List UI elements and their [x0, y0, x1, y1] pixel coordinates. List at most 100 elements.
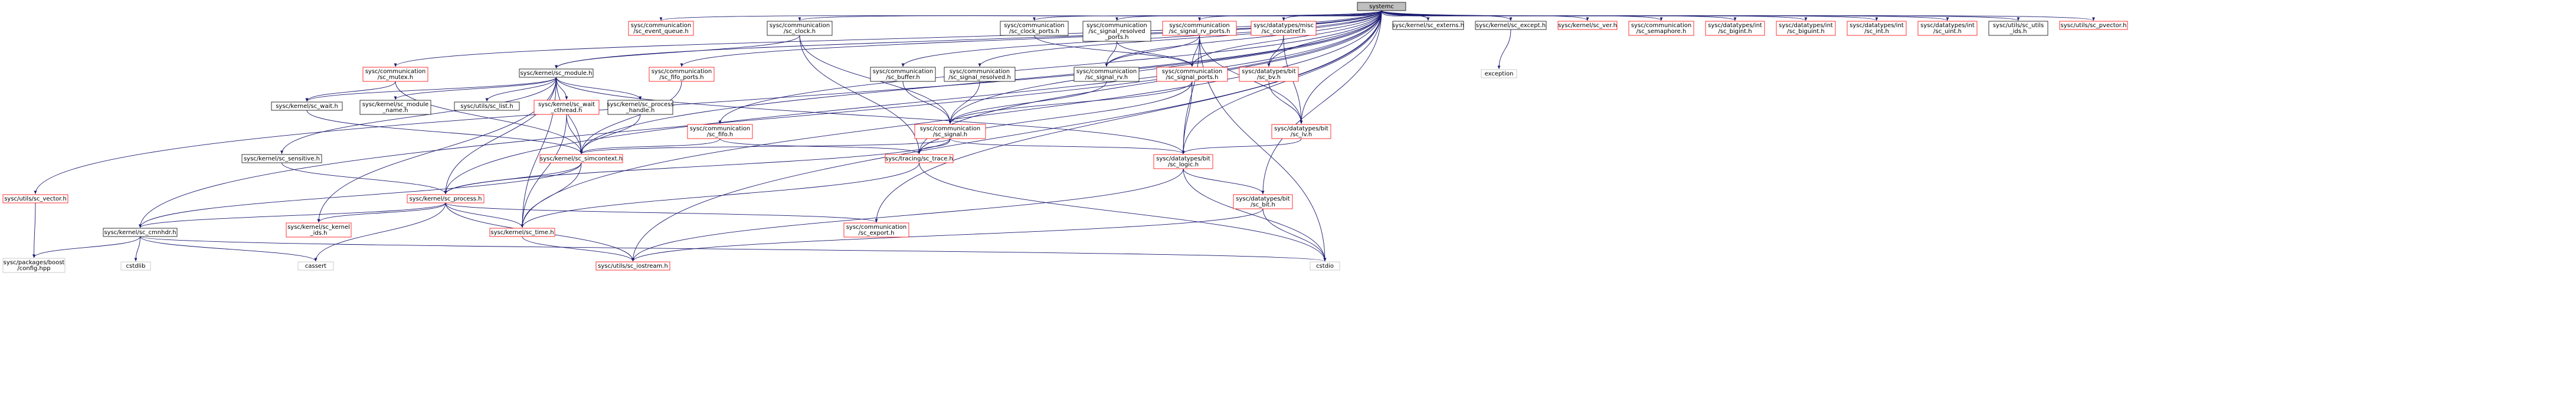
node-boost-config: sysc/packages/boost/config.hpp	[2, 258, 66, 273]
node-comm-mutex[interactable]: sysc/communication/sc_mutex.h	[362, 67, 428, 82]
node-label-line: /sc_bit.h	[1251, 202, 1275, 208]
edge-comm_buffer-to-comm_signal	[902, 81, 952, 124]
node-label-line: sysc/communication	[1076, 68, 1137, 75]
node-label-line: /sc_uint.h	[1933, 28, 1962, 35]
node-label-line: sysc/datatypes/int	[1850, 22, 1904, 29]
node-label-line: _ports.h	[1104, 34, 1128, 41]
node-comm-clock[interactable]: sysc/communication/sc_clock.h	[767, 21, 833, 36]
node-label-line: sysc/datatypes/int	[1920, 22, 1975, 29]
node-comm-semaphore[interactable]: sysc/communication/sc_semaphore.h	[1628, 21, 1694, 36]
edge-comm_signal_rv_ports-to-comm_signal_rv	[1105, 35, 1200, 67]
node-dt-bigint[interactable]: sysc/datatypes/int/sc_bigint.h	[1705, 21, 1765, 36]
node-kernel-ver[interactable]: sysc/kernel/sc_ver.h	[1557, 21, 1618, 30]
edge-tracing_trace-to-cstdio	[919, 162, 1327, 262]
node-label-line: sysc/communication	[631, 22, 692, 29]
node-utils-list[interactable]: sysc/utils/sc_list.h	[454, 101, 520, 111]
node-label-line: sysc/kernel/sc_time.h	[490, 229, 554, 236]
node-comm-export[interactable]: sysc/communication/sc_export.h	[843, 222, 909, 238]
node-comm-fifo-ports[interactable]: sysc/communication/sc_fifo_ports.h	[649, 67, 715, 82]
node-box	[1233, 194, 1293, 209]
edge-dt_logic-to-dt_bit	[1183, 168, 1265, 195]
node-box	[407, 194, 485, 203]
edge-systemc-to-comm_export	[875, 10, 1382, 223]
node-kernel-time[interactable]: sysc/kernel/sc_time.h	[489, 228, 555, 237]
file-nodes: systemc sysc/communication/sc_event_queue…	[2, 2, 2128, 273]
node-comm-clock-ports[interactable]: sysc/communication/sc_clock_ports.h	[1000, 21, 1069, 36]
node-kernel-process-handle[interactable]: sysc/kernel/sc_process_handle.h	[607, 100, 674, 115]
node-kernel-simcontext[interactable]: sysc/kernel/sc_simcontext.h	[539, 154, 623, 163]
node-kernel-externs[interactable]: sysc/kernel/sc_externs.h	[1392, 21, 1464, 30]
edge-systemc-to-comm_signal_resolved	[978, 10, 1382, 67]
node-label-line: sysc/kernel/sc_except.h	[1476, 22, 1546, 29]
node-dt-bit[interactable]: sysc/datatypes/bit/sc_bit.h	[1233, 194, 1293, 209]
node-box	[767, 21, 833, 36]
node-utils-utils-ids[interactable]: sysc/utils/sc_utils_ids.h	[1988, 21, 2048, 36]
node-kernel-module[interactable]: sysc/kernel/sc_module.h	[519, 68, 594, 78]
node-kernel-process[interactable]: sysc/kernel/sc_process.h	[407, 194, 485, 203]
node-dt-int[interactable]: sysc/datatypes/int/sc_int.h	[1847, 21, 1907, 36]
node-kernel-wait[interactable]: sysc/kernel/sc_wait.h	[271, 101, 343, 111]
node-box	[607, 100, 673, 115]
node-utils-vector[interactable]: sysc/utils/sc_vector.h	[2, 194, 68, 203]
node-box	[1481, 69, 1517, 78]
node-box	[359, 100, 431, 115]
node-tracing-trace[interactable]: sysc/tracing/sc_trace.h	[885, 154, 954, 163]
edge-systemc-to-kernel_cmnhdr	[139, 10, 1382, 228]
node-kernel-wait-cthread[interactable]: sysc/kernel/sc_wait_cthread.h	[533, 100, 600, 115]
node-box	[649, 67, 715, 82]
node-kernel-module-name[interactable]: sysc/kernel/sc_module_name.h	[359, 100, 431, 115]
edge-kernel_module-to-kernel_simcontext	[556, 77, 583, 155]
node-box	[914, 124, 986, 139]
node-cstdio: cstdio	[1310, 261, 1340, 271]
node-box	[1000, 21, 1069, 36]
node-label-line: /sc_biguint.h	[1787, 28, 1824, 35]
edge-systemc-to-utils_vector	[34, 10, 1382, 195]
node-kernel-cmnhdr[interactable]: sysc/kernel/sc_cmnhdr.h	[103, 228, 178, 237]
node-dt-bv[interactable]: sysc/datatypes/bit/sc_bv.h	[1239, 67, 1299, 82]
node-dt-uint[interactable]: sysc/datatypes/int/sc_uint.h	[1917, 21, 1978, 36]
node-comm-signal-rv[interactable]: sysc/communication/sc_signal_rv.h	[1073, 67, 1140, 82]
node-kernel-kernel-ids[interactable]: sysc/kernel/sc_kernel_ids.h	[286, 222, 352, 238]
edge-kernel_module-to-kernel_module_name	[394, 77, 557, 100]
node-utils-iostream[interactable]: sysc/utils/sc_iostream.h	[595, 261, 670, 271]
node-comm-signal-ports[interactable]: sysc/communication/sc_signal_ports.h	[1156, 67, 1228, 82]
node-kernel-sensitive[interactable]: sysc/kernel/sc_sensitive.h	[241, 154, 322, 163]
node-box	[1847, 21, 1907, 36]
node-box	[1776, 21, 1836, 36]
node-label-line: /sc_signal_resolved.h	[948, 74, 1011, 81]
node-comm-signal-resolved[interactable]: sysc/communication/sc_signal_resolved.h	[944, 67, 1016, 82]
node-systemc[interactable]: systemc	[1357, 2, 1406, 11]
node-comm-fifo[interactable]: sysc/communication/sc_fifo.h	[687, 124, 753, 139]
edge-systemc-to-kernel_time	[521, 10, 1382, 228]
edge-dt_bit-to-cstdio	[1262, 208, 1327, 262]
node-comm-signal-rv-ports[interactable]: sysc/communication/sc_signal_rv_ports.h	[1162, 21, 1237, 36]
node-label-line: sysc/utils/sc_iostream.h	[598, 263, 668, 270]
node-comm-event-queue[interactable]: sysc/communication/sc_event_queue.h	[628, 21, 694, 36]
node-label-line: /sc_signal_resolved	[1088, 28, 1145, 35]
node-label-line: sysc/datatypes/bit	[1274, 126, 1328, 132]
node-utils-pvector[interactable]: sysc/utils/sc_pvector.h	[2059, 21, 2128, 30]
node-box	[1357, 2, 1406, 11]
node-dt-logic[interactable]: sysc/datatypes/bit/sc_logic.h	[1153, 154, 1213, 169]
node-box	[1251, 21, 1317, 36]
node-dt-biguint[interactable]: sysc/datatypes/int/sc_biguint.h	[1776, 21, 1836, 36]
node-box	[1153, 154, 1213, 169]
node-label-line: cstdlib	[126, 263, 146, 270]
edge-kernel_module-to-kernel_wait	[305, 77, 557, 102]
edge-systemc-to-comm_signal_rv_ports	[1198, 10, 1382, 21]
edge-kernel_wait_cthread-to-kernel_simcontext	[566, 114, 583, 155]
node-kernel-except[interactable]: sysc/kernel/sc_except.h	[1475, 21, 1547, 30]
node-label-line: sysc/communication	[1162, 68, 1223, 75]
node-box	[1156, 67, 1228, 82]
node-comm-signal[interactable]: sysc/communication/sc_signal.h	[914, 124, 986, 139]
node-box	[1239, 67, 1299, 82]
node-comm-signal-resolved-ports[interactable]: sysc/communication/sc_signal_resolved_po…	[1082, 21, 1151, 42]
edge-comm_signal_resolved-to-comm_signal	[948, 81, 980, 124]
node-box	[1628, 21, 1694, 36]
node-dt-concatref[interactable]: sysc/datatypes/misc/sc_concatref.h	[1251, 21, 1317, 36]
edge-systemc-to-utils_pvector	[1381, 10, 2095, 21]
node-comm-buffer[interactable]: sysc/communication/sc_buffer.h	[870, 67, 936, 82]
node-dt-lv[interactable]: sysc/datatypes/bit/sc_lv.h	[1271, 124, 1331, 139]
node-label-line: sysc/kernel/sc_simcontext.h	[540, 156, 623, 162]
node-label-line: sysc/communication	[873, 68, 934, 75]
